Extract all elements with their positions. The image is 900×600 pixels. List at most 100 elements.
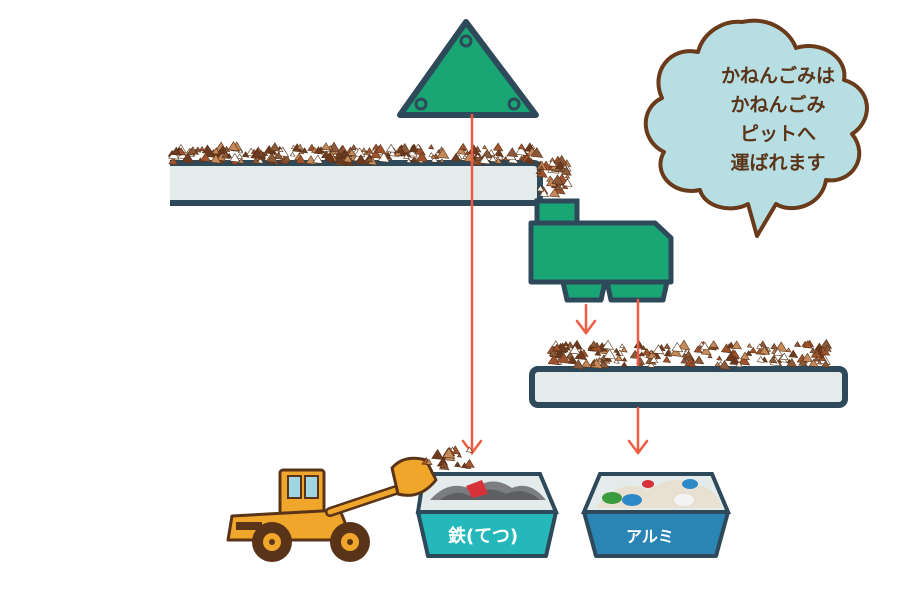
debris-piece — [572, 359, 585, 370]
debris-piece — [199, 152, 212, 162]
aluminum-bin-label: アルミ — [626, 527, 674, 546]
debris-piece — [494, 157, 503, 165]
debris-piece — [350, 144, 358, 151]
debris-piece — [731, 340, 742, 350]
debris-piece — [738, 355, 751, 366]
debris-piece — [188, 146, 198, 154]
debris-piece — [436, 147, 450, 159]
debris-piece — [502, 156, 509, 161]
debris-piece — [403, 153, 410, 160]
debris-piece — [786, 358, 798, 368]
debris-piece — [210, 153, 222, 164]
debris-piece — [237, 148, 244, 154]
debris-piece — [821, 359, 831, 368]
debris-piece — [273, 151, 284, 160]
debris-piece — [301, 147, 309, 154]
debris-piece — [241, 151, 250, 158]
debris-piece — [456, 145, 467, 155]
debris-piece — [621, 361, 628, 367]
debris-piece — [332, 152, 338, 158]
debris-piece — [562, 178, 573, 187]
debris-piece — [788, 349, 799, 359]
speech-line-4: 運ばれます — [730, 152, 826, 174]
debris-piece — [569, 344, 581, 355]
debris-piece — [823, 344, 832, 352]
debris-piece — [277, 159, 283, 164]
arrow-to-lower-conveyor — [575, 303, 597, 336]
debris-piece — [405, 158, 412, 164]
aluminum-bin — [580, 472, 732, 558]
debris-piece — [745, 349, 753, 357]
debris-piece — [313, 146, 324, 155]
debris-piece — [436, 149, 442, 154]
arrow-to-iron-bin — [461, 113, 483, 456]
debris-piece — [596, 356, 603, 362]
debris-piece — [662, 355, 672, 363]
debris-piece — [360, 147, 367, 153]
debris-piece — [663, 343, 671, 350]
debris-piece — [259, 155, 266, 161]
debris-piece — [813, 356, 820, 362]
debris-piece — [430, 156, 439, 163]
debris-piece — [615, 351, 622, 356]
debris-piece — [620, 346, 628, 353]
debris-piece — [817, 360, 823, 365]
lower-conveyor — [529, 366, 848, 408]
debris-piece — [785, 347, 792, 353]
debris-piece — [699, 341, 710, 351]
debris-piece — [793, 341, 802, 348]
debris-piece — [574, 349, 588, 361]
debris-piece — [802, 340, 813, 349]
debris-piece — [201, 144, 214, 155]
debris-piece — [430, 154, 437, 160]
upper-conveyor — [140, 160, 543, 206]
debris-piece — [456, 453, 463, 458]
debris-piece — [168, 156, 179, 166]
debris-piece — [613, 358, 620, 364]
debris-lower — [546, 338, 833, 370]
debris-piece — [693, 355, 705, 365]
debris-piece — [195, 147, 202, 153]
debris-piece — [564, 173, 571, 179]
debris-upper — [167, 141, 573, 198]
debris-piece — [495, 149, 504, 157]
debris-piece — [677, 339, 691, 351]
aluminum-separator — [528, 198, 674, 303]
debris-piece — [589, 340, 599, 348]
debris-piece — [458, 142, 468, 151]
debris-piece — [680, 357, 689, 364]
speech-line-3: ピットへ — [739, 123, 816, 145]
debris-piece — [648, 349, 655, 355]
debris-piece — [415, 151, 429, 163]
debris-piece — [559, 183, 565, 189]
debris-piece — [602, 339, 614, 350]
debris-piece — [647, 361, 656, 368]
debris-piece — [605, 356, 613, 362]
magnet-separator — [397, 19, 539, 118]
debris-piece — [518, 155, 525, 161]
speech-line-2: かねんごみ — [730, 94, 826, 116]
debris-piece — [649, 355, 659, 364]
debris-piece — [549, 188, 561, 198]
debris-piece — [581, 358, 592, 369]
debris-piece — [768, 355, 778, 364]
debris-piece — [515, 145, 528, 156]
debris-piece — [621, 356, 628, 362]
debris-piece — [798, 358, 808, 367]
debris-piece — [687, 361, 695, 368]
debris-piece — [773, 347, 783, 357]
debris-piece — [538, 164, 545, 171]
debris-piece — [567, 355, 578, 365]
debris-piece — [598, 359, 610, 369]
debris-piece — [336, 155, 347, 165]
debris-piece — [431, 448, 445, 460]
debris-piece — [236, 153, 244, 160]
debris-piece — [725, 351, 737, 362]
debris-piece — [439, 158, 445, 163]
debris-piece — [638, 351, 645, 357]
debris-piece — [410, 144, 416, 149]
debris-piece — [385, 143, 397, 153]
debris-piece — [321, 151, 329, 158]
debris-piece — [321, 142, 331, 151]
